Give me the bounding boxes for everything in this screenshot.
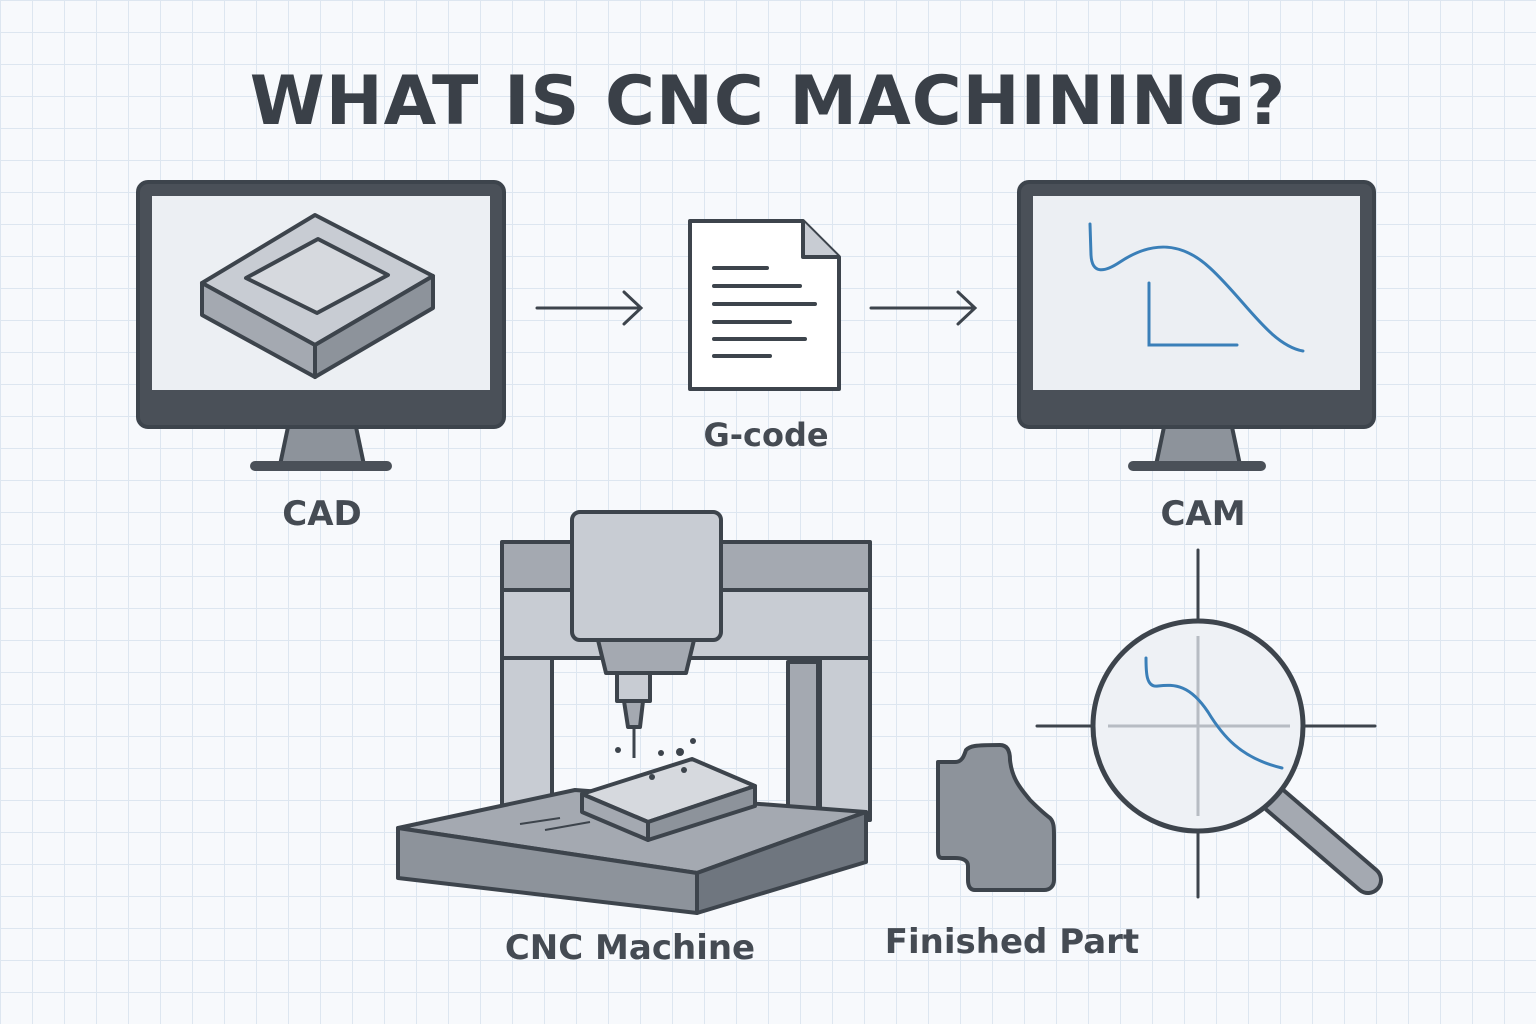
cad-monitor-icon	[136, 180, 506, 471]
page-title: WHAT IS CNC MACHINING?	[249, 62, 1287, 141]
cnc-machine-icon	[396, 510, 872, 915]
magnifier-icon	[1035, 548, 1383, 899]
cnc-machine-label: CNC Machine	[504, 928, 756, 968]
cam-label: CAM	[1160, 494, 1246, 534]
cad-label: CAD	[282, 494, 362, 534]
toolpath-curve-icon	[1088, 222, 1305, 353]
finished-part-label: Finished Part	[884, 922, 1140, 962]
chip-particles	[615, 738, 696, 780]
arrow-right-icon	[535, 290, 644, 326]
cad-model-icon	[200, 213, 435, 379]
arrow-right-icon	[869, 290, 978, 326]
gcode-label: G-code	[703, 416, 829, 454]
cam-monitor-icon	[1017, 180, 1376, 471]
gcode-document-icon	[688, 219, 841, 391]
finished-part-icon	[936, 743, 1056, 892]
